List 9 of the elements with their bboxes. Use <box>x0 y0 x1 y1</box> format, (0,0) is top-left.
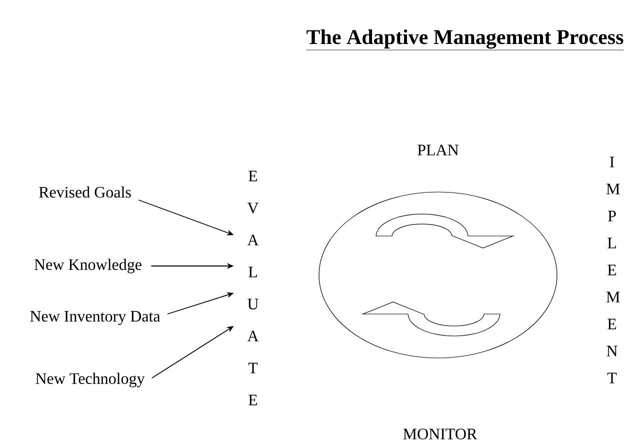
vertical-word: I M P L E M E N T <box>606 156 620 384</box>
stage-label: PLAN <box>418 144 459 156</box>
input-label: New Inventory Data <box>30 311 160 325</box>
vertical-word: E V A L U A T E <box>247 170 259 406</box>
stage-label: MONITOR <box>403 428 478 440</box>
input-label: Revised Goals <box>39 186 131 198</box>
input-label: New Knowledge <box>34 258 142 274</box>
title: The Adaptive Management Process <box>306 29 624 50</box>
input-label: New Technology <box>36 372 145 388</box>
